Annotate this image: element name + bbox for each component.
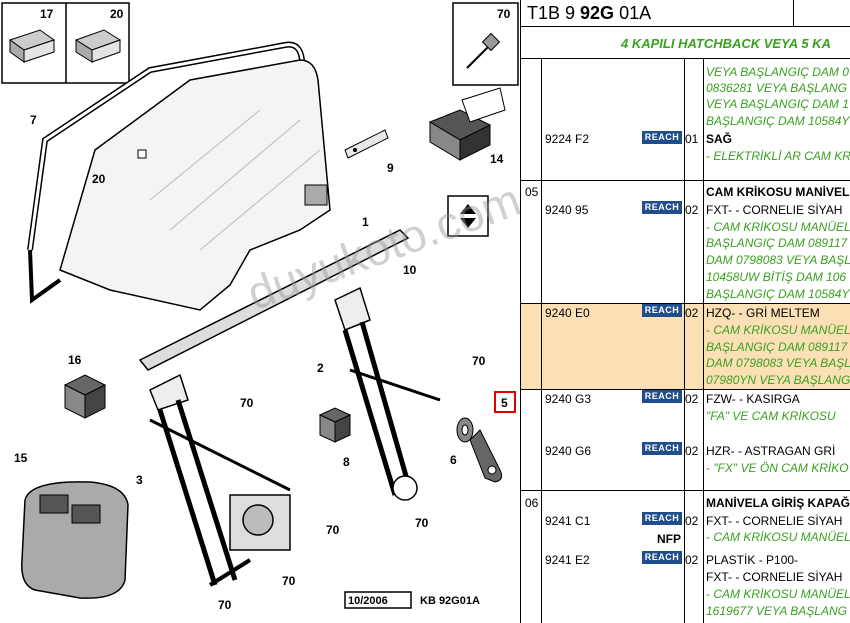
quantity: 02 <box>685 514 699 528</box>
row-text: DAM 0798083 VEYA BAŞL <box>706 356 850 370</box>
row-text: - CAM KRİKOSU MANÜEL <box>706 323 850 337</box>
callout-15: 15 <box>14 451 28 465</box>
row-text: HZQ- - GRİ MELTEM <box>706 306 820 320</box>
part-number[interactable]: 9240 E0 <box>545 306 590 320</box>
row-text: HZR- - ASTRAGAN GRİ <box>706 444 836 458</box>
group-number: 06 <box>525 496 539 510</box>
quantity: 02 <box>685 203 699 217</box>
row-text: - ELEKTRİKLİ AR CAM KR <box>706 149 850 163</box>
reach-badge: REACH <box>642 304 682 317</box>
callout-2: 2 <box>317 361 324 375</box>
relay-16 <box>63 374 107 419</box>
part-number[interactable]: 9224 F2 <box>545 132 590 146</box>
callout-20-top: 20 <box>110 7 124 21</box>
row-text: - "FX" VE ÖN CAM KRİKO <box>706 461 849 475</box>
quantity: 01 <box>685 132 699 146</box>
part-number[interactable]: 9240 G6 <box>545 444 592 458</box>
callout-70-box: 70 <box>497 7 511 21</box>
callout-8: 8 <box>343 455 350 469</box>
diagram-date: 10/2006 <box>348 595 388 607</box>
model-title-row: 4 KAPILI HATCHBACK VEYA 5 KA <box>521 26 850 59</box>
callout-14: 14 <box>490 152 504 166</box>
clip-9 <box>344 129 389 159</box>
row-text: FZW- - KASIRGA <box>706 392 800 406</box>
row-text: VEYA BAŞLANGIÇ DAM 1 <box>706 97 849 111</box>
diagram-ref: KB 92G01A <box>420 595 480 607</box>
row-text: 0836281 VEYA BAŞLANG <box>706 81 847 95</box>
callout-3: 3 <box>136 473 143 487</box>
block-8 <box>318 407 352 443</box>
row-text: 10458UW BİTİŞ DAM 106 <box>706 270 847 284</box>
reach-badge: REACH <box>642 390 682 403</box>
part-number[interactable]: 9240 95 <box>545 203 589 217</box>
callout-20: 20 <box>92 172 106 186</box>
row-text: PLASTİK - P100- <box>706 553 799 567</box>
row-text: BAŞLANGIÇ DAM 10584Y <box>706 287 850 301</box>
model-title: 4 KAPILI HATCHBACK VEYA 5 KA <box>621 36 831 51</box>
callout-5: 5 <box>501 396 508 410</box>
row-text: - CAM KRİKOSU MANÜEL <box>706 530 850 544</box>
callout-70-a: 70 <box>472 354 486 368</box>
quantity: 02 <box>685 306 699 320</box>
part-box-17-20 <box>1 2 130 84</box>
callout-17: 17 <box>40 7 54 21</box>
diagram-code: T1B 9 92G 01A <box>527 3 652 23</box>
quantity: 02 <box>685 392 699 406</box>
part-number[interactable]: 9240 G3 <box>545 392 592 406</box>
parts-list-panel: T1B 9 92G 01A 4 KAPILI HATCHBACK VEYA 5 … <box>520 0 850 623</box>
callout-70-f: 70 <box>218 598 232 612</box>
row-text: BAŞLANGIÇ DAM 089117 <box>706 236 848 250</box>
row-text: 07980YN VEYA BAŞLANG <box>706 373 850 387</box>
window-switch-symbol-icon <box>447 195 489 237</box>
callout-70-b: 70 <box>240 396 254 410</box>
group-heading: MANİVELA GİRİŞ KAPAĞ <box>706 496 850 510</box>
callout-9: 9 <box>387 161 394 175</box>
row-text: FXT- - CORNELIE SİYAH <box>706 570 843 584</box>
panel-header: T1B 9 92G 01A <box>521 0 850 27</box>
window-glass-1 <box>59 59 331 311</box>
row-text: 1619677 VEYA BAŞLANG <box>706 604 847 618</box>
callout-7: 7 <box>30 113 37 127</box>
group-heading: CAM KRİKOSU MANİVELA <box>706 185 850 199</box>
part-number[interactable]: 9241 C1 <box>545 514 591 528</box>
belt-molding-10 <box>138 229 410 371</box>
switch-console-15 <box>21 481 129 599</box>
row-text: BAŞLANGIÇ DAM 10584Y <box>706 114 850 128</box>
reach-badge: REACH <box>642 201 682 214</box>
reach-badge: REACH <box>642 442 682 455</box>
part-number[interactable]: 9241 E2 <box>545 553 590 567</box>
reach-badge: REACH <box>642 512 682 525</box>
callout-16: 16 <box>68 353 82 367</box>
callout-1: 1 <box>362 215 369 229</box>
reach-badge: REACH <box>642 131 682 144</box>
switch-14 <box>428 87 506 161</box>
callout-10: 10 <box>403 263 417 277</box>
callout-5-box <box>494 391 516 413</box>
reach-badge: REACH <box>642 551 682 564</box>
window-regulator-2 <box>334 286 441 501</box>
row-text: SAĞ <box>706 132 733 146</box>
highlighted-row <box>521 303 850 389</box>
row-text: - CAM KRİKOSU MANÜEL <box>706 220 850 234</box>
row-text: BAŞLANGIÇ DAM 089117 <box>706 340 848 354</box>
crank-handle-5 <box>469 429 503 483</box>
nfp-label: NFP <box>657 532 681 546</box>
quantity: 02 <box>685 444 699 458</box>
escutcheon-6 <box>456 417 474 443</box>
row-text: FXT- - CORNELIE SİYAH <box>706 514 843 528</box>
part-box-70-rivet <box>452 2 519 86</box>
callout-6: 6 <box>450 453 457 467</box>
callout-70-c: 70 <box>326 523 340 537</box>
callout-70-d: 70 <box>415 516 429 530</box>
callout-70-e: 70 <box>282 574 296 588</box>
row-text: FXT- - CORNELIE SİYAH <box>706 203 843 217</box>
quantity: 02 <box>685 553 699 567</box>
row-text: "FA" VE CAM KRİKOSU <box>706 409 836 423</box>
exploded-parts-diagram: 17 20 70 7 1 20 10 9 14 <box>1 2 519 612</box>
row-text: VEYA BAŞLANGIÇ DAM 0 <box>706 65 849 79</box>
window-regulator-3 <box>149 373 291 587</box>
row-text: - CAM KRİKOSU MANÜEL <box>706 587 850 601</box>
group-number: 05 <box>525 185 539 199</box>
row-text: DAM 0798083 VEYA BAŞL <box>706 253 850 267</box>
